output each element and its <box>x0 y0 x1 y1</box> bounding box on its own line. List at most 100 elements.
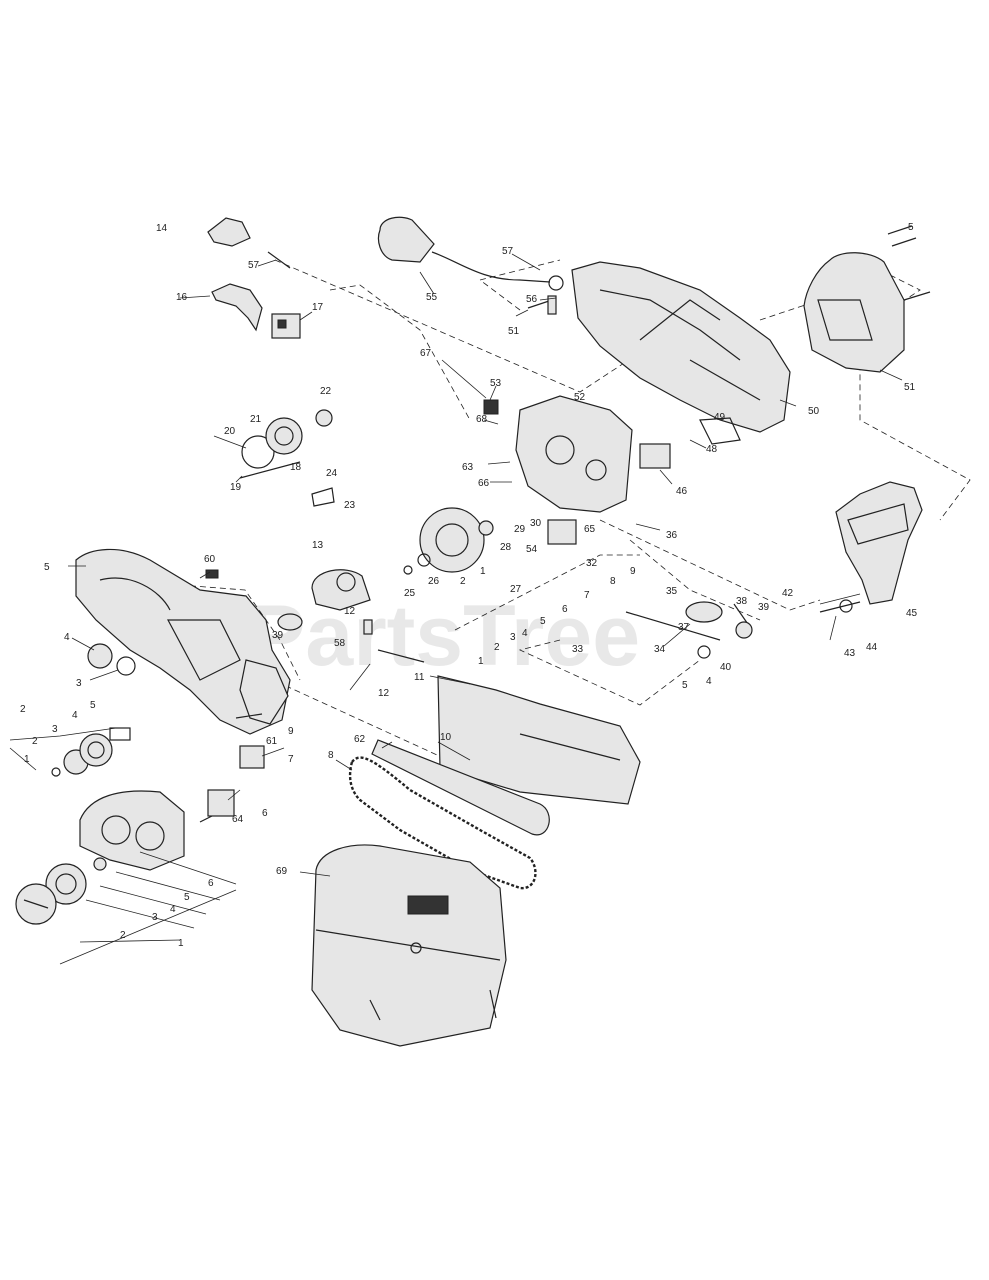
sprocket-assembly <box>403 507 577 575</box>
part-label: 64 <box>232 814 244 825</box>
leader-lines <box>9 253 903 965</box>
part-label: 19 <box>230 482 242 493</box>
part-label: 3 <box>76 678 82 689</box>
part-label: 48 <box>706 444 718 455</box>
part-label: 2 <box>120 930 126 941</box>
part-label: 65 <box>584 524 596 535</box>
part-label: 23 <box>344 500 356 511</box>
part-label: 2 <box>20 704 26 715</box>
lock-off-group <box>625 601 753 659</box>
part-label: 69 <box>276 866 288 877</box>
part-label: 36 <box>666 530 678 541</box>
part-label: 9 <box>288 726 294 737</box>
part-label: 50 <box>808 406 820 417</box>
part-label: 46 <box>676 486 688 497</box>
part-label: 54 <box>526 544 538 555</box>
part-label: 4 <box>170 904 176 915</box>
part-label: 66 <box>478 478 490 489</box>
part-label: 57 <box>248 260 260 271</box>
part-label: 51 <box>508 326 520 337</box>
part-label: 1 <box>478 656 484 667</box>
part-label: 42 <box>782 588 794 599</box>
switch-trigger-group <box>207 217 301 339</box>
part-label: 3 <box>52 724 58 735</box>
chain-tensioner-group <box>235 659 289 725</box>
label-plates <box>199 745 265 823</box>
part-label: 21 <box>250 414 262 425</box>
part-label: 17 <box>312 302 324 313</box>
guide-bar-and-chain <box>348 675 641 890</box>
part-label: 22 <box>320 386 332 397</box>
part-label: 5 <box>682 680 688 691</box>
bar-knob-stack <box>15 863 87 925</box>
part-label: 1 <box>24 754 30 765</box>
part-label: 32 <box>586 558 598 569</box>
part-label: 25 <box>404 588 416 599</box>
brush-holder-group <box>639 417 741 469</box>
part-label: 61 <box>266 736 278 747</box>
part-label: 3 <box>152 912 158 923</box>
part-label: 58 <box>334 638 346 649</box>
part-label: 34 <box>654 644 666 655</box>
part-label: 4 <box>522 628 528 639</box>
part-label: 9 <box>630 566 636 577</box>
part-label: 5 <box>908 222 914 233</box>
carrying-case <box>311 844 507 1047</box>
part-label: 60 <box>204 554 216 565</box>
part-label: 24 <box>326 468 338 479</box>
part-label: 2 <box>32 736 38 747</box>
part-label: 45 <box>906 608 918 619</box>
part-label: 5 <box>90 700 96 711</box>
part-label: 51 <box>904 382 916 393</box>
part-label: 7 <box>584 590 590 601</box>
part-label: 39 <box>272 630 284 641</box>
part-label: 14 <box>156 223 168 234</box>
part-label: 4 <box>64 632 70 643</box>
part-label: 39 <box>758 602 770 613</box>
part-label: 33 <box>572 644 584 655</box>
part-label: 37 <box>678 622 690 633</box>
part-label: 12 <box>378 688 390 699</box>
part-label: 5 <box>184 892 190 903</box>
part-label: 40 <box>720 662 732 673</box>
gear-case <box>483 395 633 513</box>
motor-housing-half <box>571 261 791 433</box>
part-label: 13 <box>312 540 324 551</box>
side-cover <box>803 225 931 373</box>
part-label: 5 <box>44 562 50 573</box>
part-label: 26 <box>428 576 440 587</box>
part-label: 28 <box>500 542 512 553</box>
part-label: 43 <box>844 648 856 659</box>
part-label: 62 <box>354 734 366 745</box>
part-label: 6 <box>262 808 268 819</box>
part-label: 8 <box>610 576 616 587</box>
part-label: 44 <box>866 642 878 653</box>
power-cord-plug <box>377 216 564 315</box>
part-label: 3 <box>510 632 516 643</box>
part-label: 2 <box>460 576 466 587</box>
part-label: 2 <box>494 642 500 653</box>
part-label: 53 <box>490 378 502 389</box>
part-label: 5 <box>540 616 546 627</box>
oil-cap-group <box>277 569 425 663</box>
part-label: 27 <box>510 584 522 595</box>
part-label: 35 <box>666 586 678 597</box>
part-label: 55 <box>426 292 438 303</box>
part-label: 18 <box>290 462 302 473</box>
part-label: 16 <box>176 292 188 303</box>
part-label: 57 <box>502 246 514 257</box>
rear-handle <box>819 481 923 613</box>
part-label: 52 <box>574 392 586 403</box>
part-label: 20 <box>224 426 236 437</box>
part-label: 7 <box>288 754 294 765</box>
part-label: 67 <box>420 348 432 359</box>
part-label: 63 <box>462 462 474 473</box>
part-label: 10 <box>440 732 452 743</box>
part-label: 4 <box>706 676 712 687</box>
part-label: 6 <box>562 604 568 615</box>
left-housing <box>75 548 291 735</box>
part-label: 11 <box>414 672 425 683</box>
part-label: 68 <box>476 414 488 425</box>
part-label: 1 <box>178 938 184 949</box>
